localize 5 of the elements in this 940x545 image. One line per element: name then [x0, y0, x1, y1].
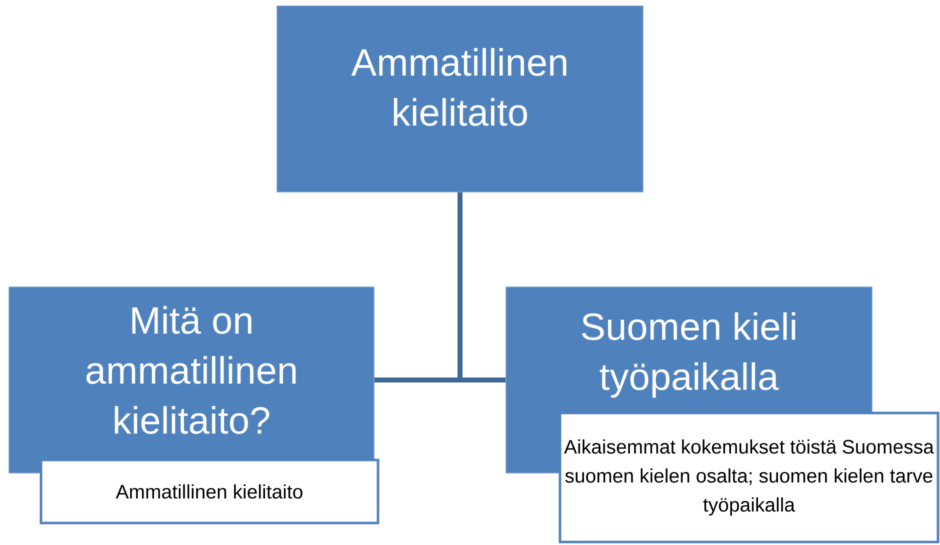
note-box: Aikaisemmat kokemukset töistä Suomessa suomen kielen osalta; suomen kielen tarve työpaikalla [558, 412, 940, 544]
process-box: Mitä on ammatillinen kielitaito? [8, 286, 374, 474]
connector-line [458, 192, 506, 382]
process-box: Ammatillinen kielitaito [276, 6, 644, 192]
note-box: Ammatillinen kielitaito [40, 458, 380, 524]
